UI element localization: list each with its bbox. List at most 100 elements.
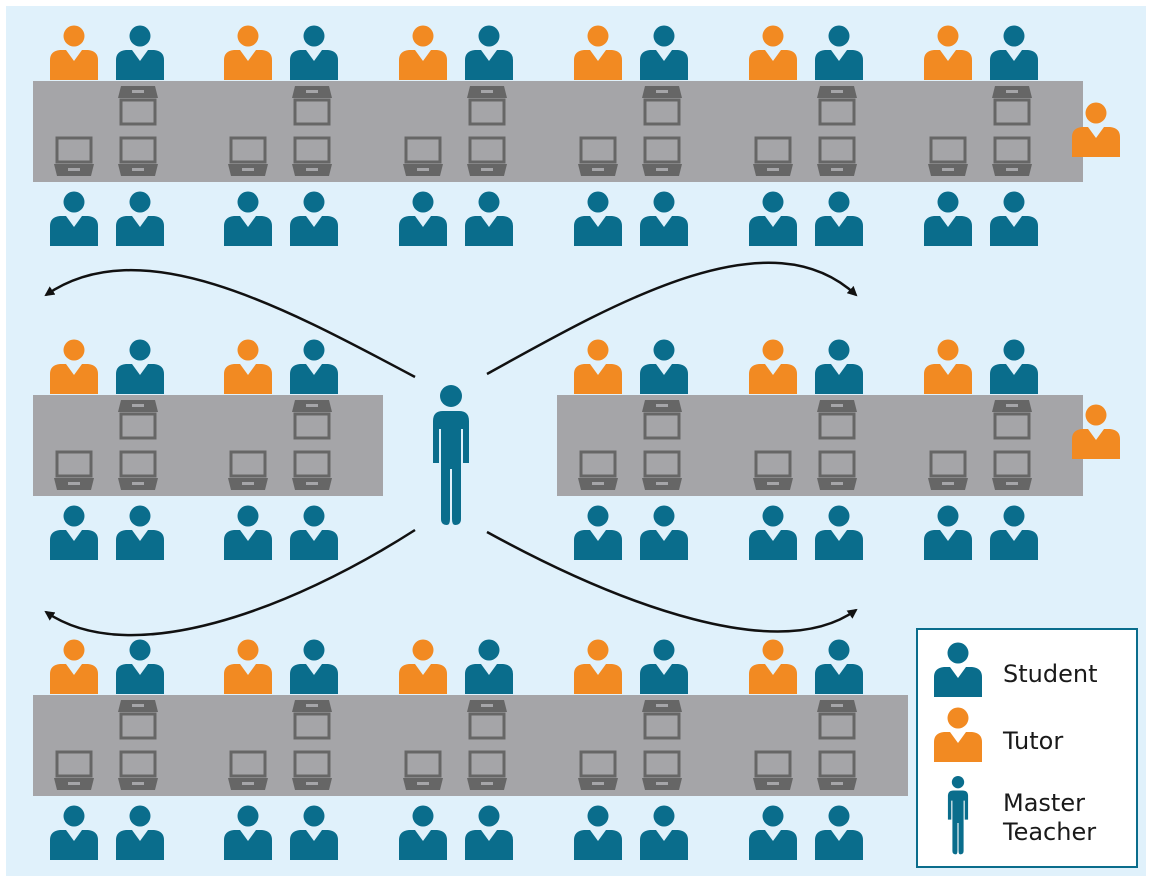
- movement-arrow: [486, 530, 858, 633]
- student-r1c4-c: [640, 191, 688, 246]
- student-r1c6-c: [990, 191, 1038, 246]
- laptop-open: [817, 86, 857, 126]
- student-r3c5-c: [815, 805, 863, 860]
- laptop: [292, 750, 332, 790]
- tutor-r2c6: [924, 339, 972, 394]
- student-r1c6-a: [990, 25, 1038, 80]
- laptop-open: [118, 700, 158, 740]
- student-r1c2-b: [224, 191, 272, 246]
- student-r2c1-b: [50, 505, 98, 560]
- table-group: [382, 639, 558, 860]
- laptop: [578, 136, 618, 176]
- laptop-open: [992, 86, 1032, 126]
- student-r3c5-a: [815, 639, 863, 694]
- laptop-open: [292, 400, 332, 440]
- student-r3c1-b: [50, 805, 98, 860]
- student-r1c4-b: [574, 191, 622, 246]
- student-r1c5-c: [815, 191, 863, 246]
- table-group: [33, 639, 209, 860]
- laptop: [578, 750, 618, 790]
- laptop: [467, 750, 507, 790]
- laptop: [118, 450, 158, 490]
- tutor-r2c4: [574, 339, 622, 394]
- legend-tutor-icon: [934, 707, 982, 762]
- table-group: [557, 25, 733, 246]
- legend-label-teacher: Master Teacher: [1002, 789, 1096, 846]
- legend-label-tutor: Tutor: [1002, 727, 1063, 755]
- movement-arrow: [44, 528, 416, 637]
- table-group: [557, 639, 733, 860]
- student-r2c2-c: [290, 505, 338, 560]
- table-group: [382, 25, 558, 246]
- student-r1c5-b: [749, 191, 797, 246]
- tutor-r1c6: [924, 25, 972, 80]
- laptop: [228, 136, 268, 176]
- laptop-open: [642, 700, 682, 740]
- laptop-open: [292, 700, 332, 740]
- laptop: [642, 450, 682, 490]
- student-r3c1-c: [116, 805, 164, 860]
- laptop: [292, 136, 332, 176]
- movement-arrow: [44, 268, 416, 379]
- student-r2c5-c: [815, 505, 863, 560]
- laptop: [118, 136, 158, 176]
- student-r1c1-b: [50, 191, 98, 246]
- student-r1c4-a: [640, 25, 688, 80]
- laptop-open: [642, 400, 682, 440]
- student-r2c6-c: [990, 505, 1038, 560]
- tutor-r3c3: [399, 639, 447, 694]
- legend-student-icon: [934, 642, 982, 697]
- tutor-r2c2: [224, 339, 272, 394]
- student-r2c2-b: [224, 505, 272, 560]
- student-r3c3-c: [465, 805, 513, 860]
- student-r3c2-c: [290, 805, 338, 860]
- student-r1c2-c: [290, 191, 338, 246]
- student-r2c4-c: [640, 505, 688, 560]
- tutor-r1c1: [50, 25, 98, 80]
- table-group: [33, 339, 209, 560]
- student-r3c5-b: [749, 805, 797, 860]
- student-r3c2-b: [224, 805, 272, 860]
- table-group: [557, 339, 733, 560]
- student-r1c6-b: [924, 191, 972, 246]
- laptop-open: [642, 86, 682, 126]
- table-group: [907, 25, 1083, 246]
- tutor-r3c2: [224, 639, 272, 694]
- laptop: [118, 750, 158, 790]
- laptop-open: [992, 400, 1032, 440]
- laptop: [992, 136, 1032, 176]
- laptop: [228, 450, 268, 490]
- student-r1c1-a: [116, 25, 164, 80]
- tutor-r2c1: [50, 339, 98, 394]
- master-teacher-figure: [433, 385, 469, 525]
- table-group: [207, 25, 383, 246]
- laptop: [642, 136, 682, 176]
- laptop: [403, 750, 443, 790]
- master-teacher-icon: [433, 385, 469, 525]
- laptop: [292, 450, 332, 490]
- student-r3c4-b: [574, 805, 622, 860]
- laptop-open: [292, 86, 332, 126]
- table-group: [907, 339, 1083, 560]
- table-group: [732, 339, 908, 560]
- tutor-r1c3: [399, 25, 447, 80]
- student-r2c6-a: [990, 339, 1038, 394]
- student-r2c1-c: [116, 505, 164, 560]
- student-r3c2-a: [290, 639, 338, 694]
- laptop: [817, 450, 857, 490]
- legend: Student Tutor Master Teacher: [916, 628, 1138, 868]
- student-r1c5-a: [815, 25, 863, 80]
- laptop-open: [118, 400, 158, 440]
- student-r2c1-a: [116, 339, 164, 394]
- student-r2c5-a: [815, 339, 863, 394]
- side-tutor-row1: [1072, 102, 1120, 157]
- laptop: [928, 450, 968, 490]
- table-group: [207, 339, 383, 560]
- student-r2c5-b: [749, 505, 797, 560]
- table-groups: [33, 25, 1120, 860]
- laptop: [403, 136, 443, 176]
- student-r3c4-a: [640, 639, 688, 694]
- student-r1c2-a: [290, 25, 338, 80]
- laptop: [228, 750, 268, 790]
- student-r1c1-c: [116, 191, 164, 246]
